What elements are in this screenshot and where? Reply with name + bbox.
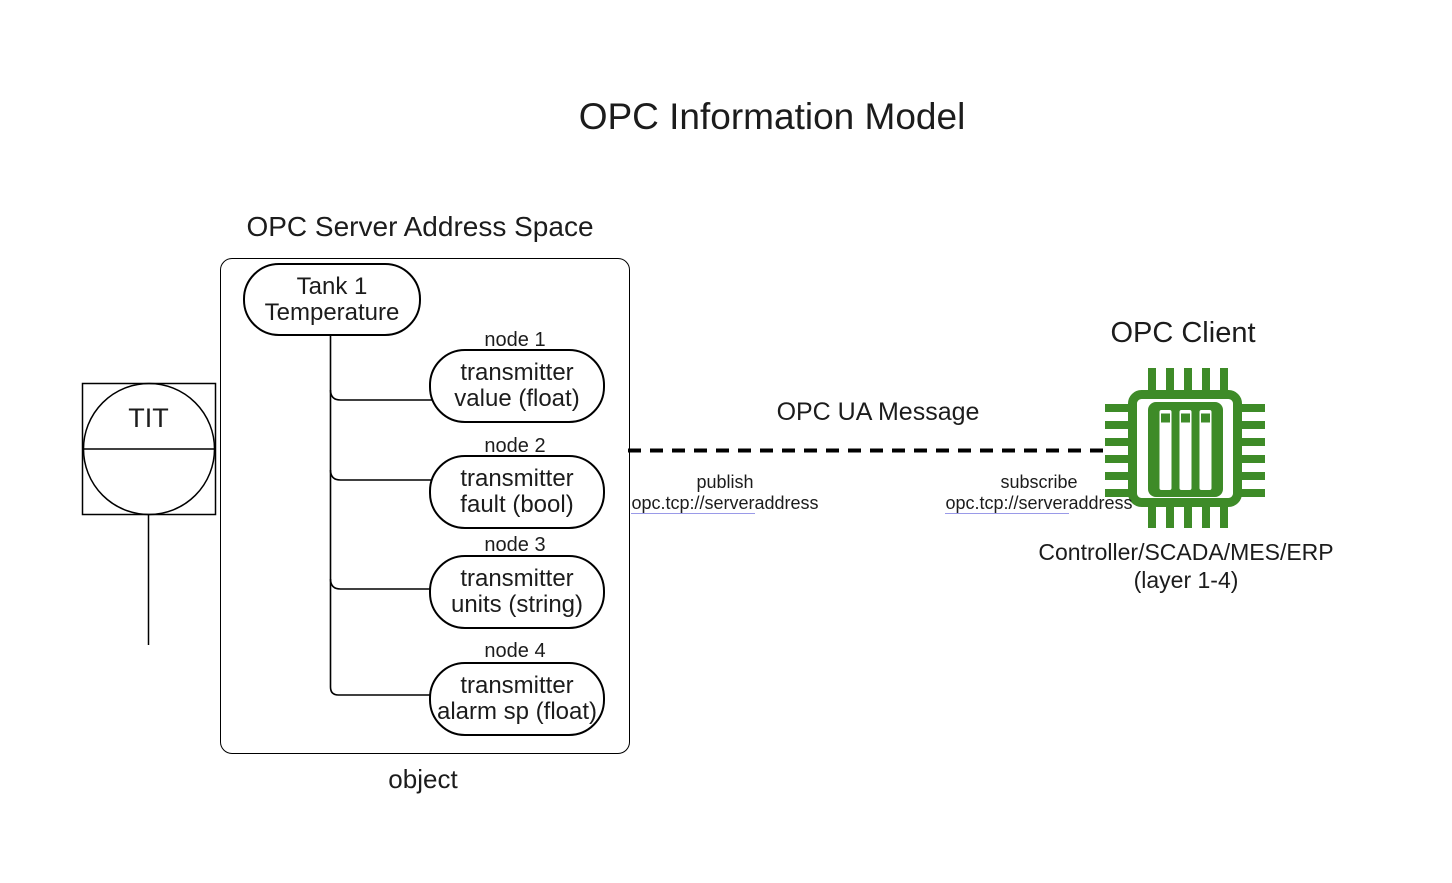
chip-slot-notches xyxy=(1161,413,1210,423)
publish-url-link[interactable]: opc.tcp://server xyxy=(631,493,755,514)
subscribe-action-label: subscribe xyxy=(1000,472,1078,492)
node-4-label: node 4 xyxy=(484,640,546,662)
node-3-oval: transmitter units (string) xyxy=(429,555,605,629)
transmitter-symbol xyxy=(81,382,217,645)
chip-icon xyxy=(1105,368,1265,528)
node-4-oval: transmitter alarm sp (float) xyxy=(429,662,605,736)
node-2-oval: transmitter fault (bool) xyxy=(429,455,605,529)
tree-branch-node2 xyxy=(329,469,434,481)
node-2-label: node 2 xyxy=(484,435,546,457)
instrument-tag: TIT xyxy=(128,403,169,433)
node-1-label: node 1 xyxy=(484,329,546,351)
subscribe-url-link[interactable]: opc.tcp://server xyxy=(945,493,1069,514)
subscribe-annotation: subscribe opc.tcp://serveraddress xyxy=(934,472,1144,514)
publish-annotation: publish opc.tcp://serveraddress xyxy=(622,472,828,514)
server-address-space-heading: OPC Server Address Space xyxy=(246,211,594,242)
address-space-container xyxy=(220,258,630,754)
publish-url: opc.tcp://serveraddress xyxy=(622,493,828,514)
object-caption: object xyxy=(388,764,458,794)
root-node-oval: Tank 1 Temperature xyxy=(243,263,421,336)
chip-pins xyxy=(1105,368,1265,528)
opc-client-caption: Controller/SCADA/MES/ERP (layer 1-4) xyxy=(1038,539,1334,593)
page-title: OPC Information Model xyxy=(578,96,966,137)
node-3-label: node 3 xyxy=(484,534,546,556)
node-1-oval: transmitter value (float) xyxy=(429,349,605,423)
opc-ua-message-label: OPC UA Message xyxy=(776,398,980,426)
publish-url-plain: address xyxy=(754,493,819,513)
chip-slots xyxy=(1159,410,1212,490)
opc-client-heading: OPC Client xyxy=(1110,317,1256,349)
tree-connectors xyxy=(329,332,434,696)
publish-action-label: publish xyxy=(696,472,754,492)
subscribe-url-plain: address xyxy=(1068,493,1133,513)
tree-branch-node3 xyxy=(329,578,434,590)
tree-trunk xyxy=(329,332,434,696)
subscribe-url: opc.tcp://serveraddress xyxy=(934,493,1144,514)
tree-branch-node1 xyxy=(329,389,434,401)
